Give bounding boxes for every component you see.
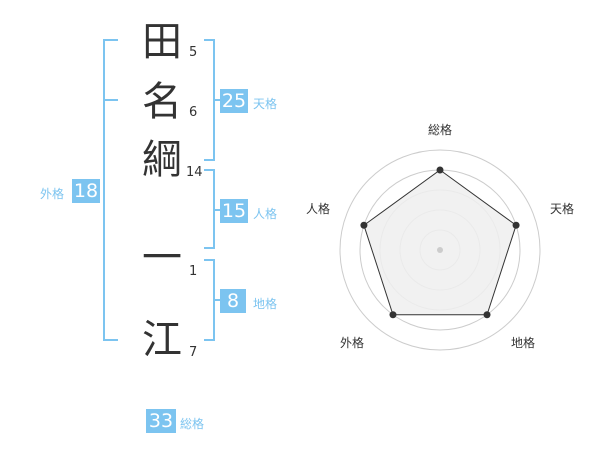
gaikaku-value: 18 <box>72 179 100 203</box>
radar-chart <box>339 149 541 351</box>
radar-center-dot <box>437 247 443 253</box>
name-char-2: 名 <box>142 79 182 125</box>
soukaku-label: 総格 <box>180 417 205 431</box>
radar-polygon <box>363 169 517 316</box>
radar-point-5 <box>360 221 368 229</box>
jinkaku-value: 15 <box>220 199 248 223</box>
radar-point-2 <box>512 221 520 229</box>
stroke-count-1: 5 <box>189 45 198 60</box>
radar-label-chikaku: 地格 <box>511 336 536 350</box>
radar-label-jinkaku: 人格 <box>306 202 331 216</box>
radar-point-1 <box>436 166 444 174</box>
stroke-count-5: 7 <box>189 345 198 360</box>
soukaku-value: 33 <box>146 409 176 433</box>
gaikaku-label: 外格 <box>40 187 65 201</box>
radar-label-soukaku: 総格 <box>428 123 453 137</box>
name-char-4: 一 <box>142 235 182 281</box>
gaikaku-bracket <box>103 39 118 341</box>
radar-grid-ring-5 <box>339 149 541 351</box>
chikaku-bracket <box>204 259 215 341</box>
chikaku-value: 8 <box>220 289 246 313</box>
radar-label-tenkaku: 天格 <box>550 202 575 216</box>
name-char-1: 田 <box>142 19 182 65</box>
tenkaku-bracket <box>204 39 215 161</box>
chikaku-label: 地格 <box>253 297 278 311</box>
radar-label-gaikaku: 外格 <box>340 336 365 350</box>
radar-points <box>360 166 520 319</box>
stroke-count-3: 14 <box>186 165 203 180</box>
name-char-5: 江 <box>142 317 182 363</box>
jinkaku-bracket <box>204 169 215 249</box>
radar-point-3 <box>483 311 491 319</box>
jinkaku-label: 人格 <box>253 207 278 221</box>
radar-point-4 <box>389 311 397 319</box>
name-char-3: 綱 <box>142 137 182 183</box>
tenkaku-label: 天格 <box>253 97 278 111</box>
stroke-count-2: 6 <box>189 105 198 120</box>
tenkaku-value: 25 <box>220 89 248 113</box>
stroke-count-4: 1 <box>189 264 198 279</box>
